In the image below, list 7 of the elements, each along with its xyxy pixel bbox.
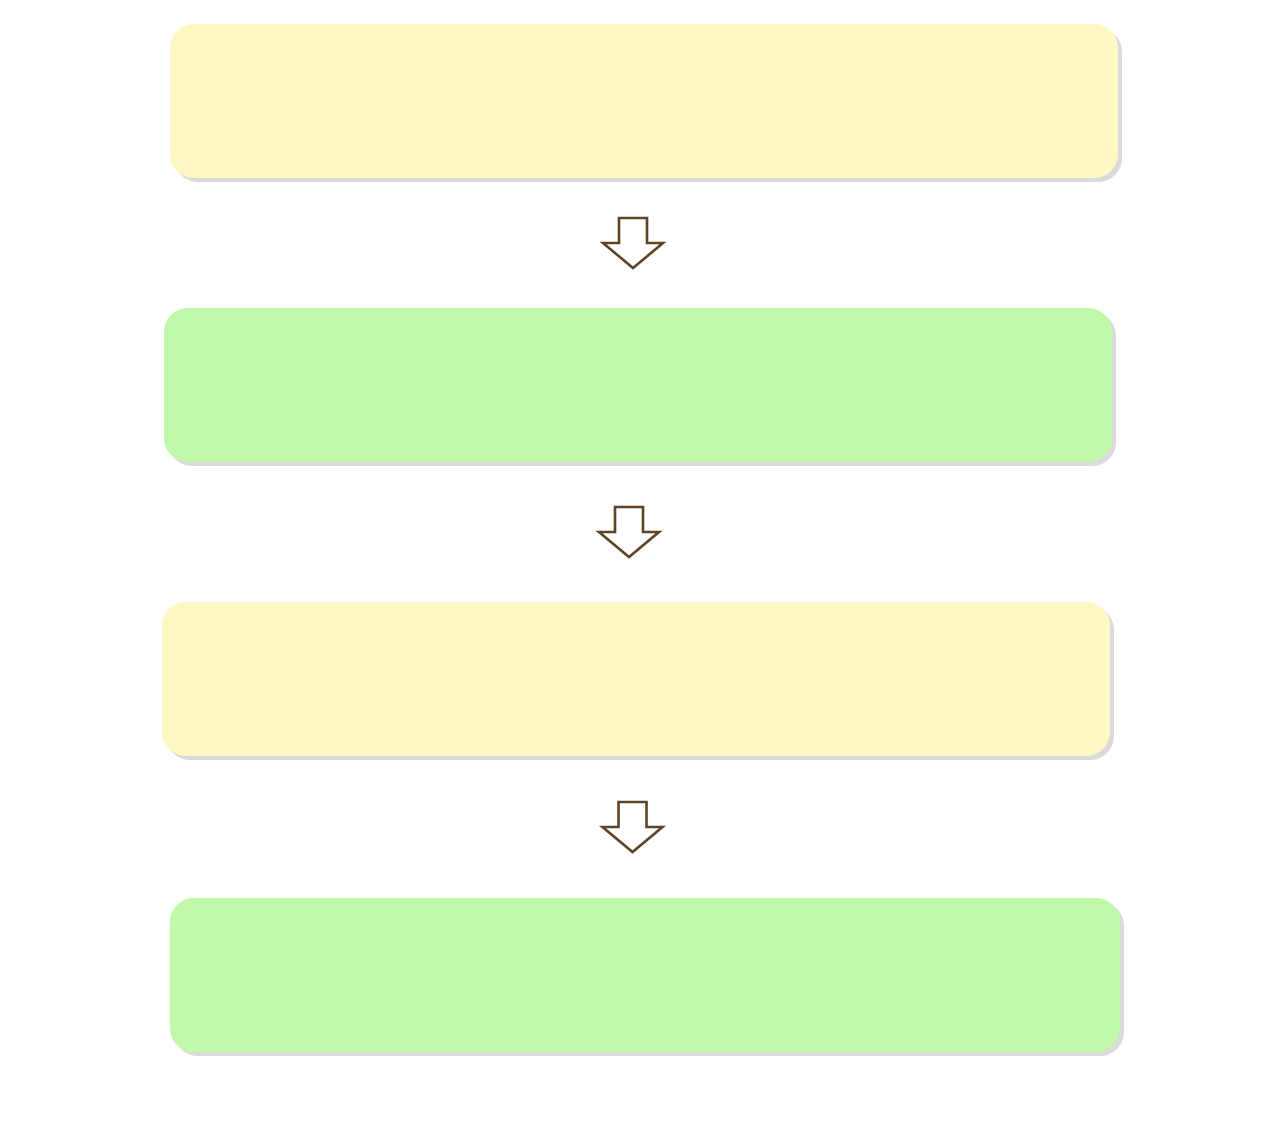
block-arrow <box>599 216 667 270</box>
block-arrow <box>595 505 663 559</box>
process-box <box>162 602 1114 760</box>
block-arrow <box>598 800 667 854</box>
process-box <box>170 24 1122 182</box>
process-box <box>164 308 1116 466</box>
process-box <box>170 898 1124 1056</box>
